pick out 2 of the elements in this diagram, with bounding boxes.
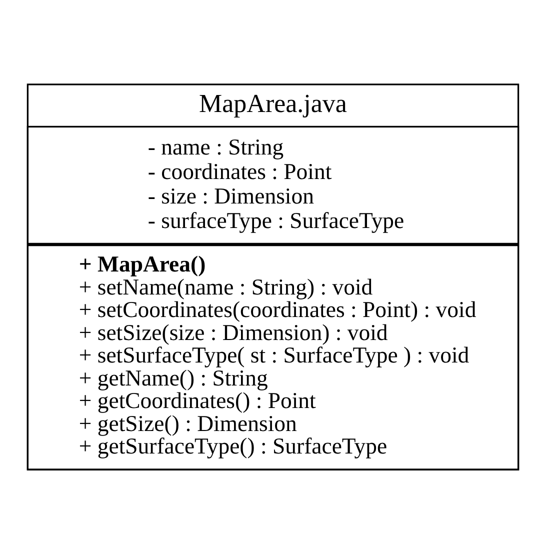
node-box: + MapArea() + setName(name : String) : void + setCoordinates(coordinates : Point) : void + setSize(size : Dimension) : void + setSurfaceType( st : SurfaceType ) : void + getName() : String + getCoordinates() : Point + getSize() : Dimension + getSurfaceType() : SurfaceType bbox=[26, 244, 520, 470]
node-box: - name : String - coordinates : Point - size : Dimension - surfaceType : SurfaceType bbox=[26, 126, 520, 244]
